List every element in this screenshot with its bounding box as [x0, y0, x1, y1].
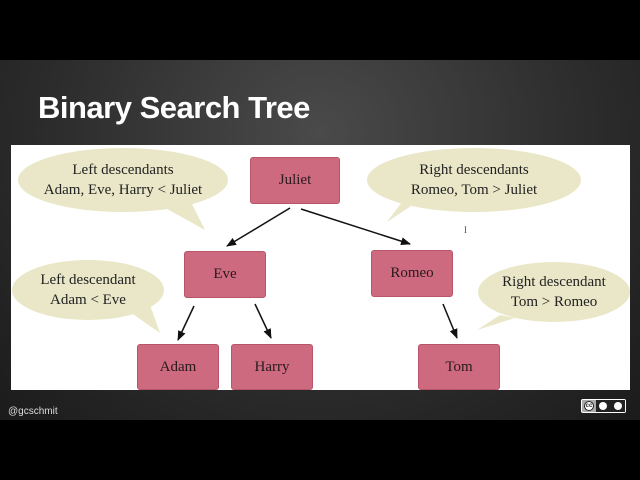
- callout-left-descendants: Left descendants Adam, Eve, Harry < Juli…: [18, 148, 228, 212]
- tree-node-eve: Eve: [184, 251, 266, 298]
- letterbox-top: [0, 0, 640, 60]
- slide-title: Binary Search Tree: [38, 90, 310, 125]
- callout-line: Left descendants: [72, 162, 174, 178]
- callout-line: Right descendant: [502, 274, 606, 290]
- callout-tail-right-descendant: [477, 315, 515, 330]
- noncommercial-icon: [613, 402, 622, 410]
- tree-node-juliet: Juliet: [250, 157, 340, 204]
- callout-line: Tom > Romeo: [510, 294, 598, 310]
- callout-line: Romeo, Tom > Juliet: [410, 182, 538, 198]
- callout-line: Right descendants: [419, 162, 529, 178]
- callout-right-descendant: Right descendant Tom > Romeo: [478, 262, 630, 322]
- callout-tail-left-descendant: [130, 305, 160, 333]
- cc-logo-icon: cc: [584, 401, 594, 411]
- callout-right-descendants: Right descendants Romeo, Tom > Juliet: [367, 148, 581, 212]
- tree-node-adam: Adam: [137, 344, 219, 390]
- edge-eve-harry: [254, 303, 272, 339]
- edge-juliet-romeo: [300, 208, 411, 246]
- edge-eve-adam: [177, 305, 195, 341]
- callout-tail-right-descendants: [387, 198, 420, 222]
- letterbox-bottom: [0, 420, 640, 480]
- tree-node-tom: Tom: [418, 344, 500, 390]
- tree-node-romeo: Romeo: [371, 250, 453, 297]
- author-handle: @gcschmit: [8, 406, 58, 417]
- edge-romeo-tom: [442, 303, 458, 339]
- edge-juliet-eve: [226, 207, 291, 247]
- creative-commons-by-nc-icon: cc: [581, 399, 626, 413]
- callout-line: Adam, Eve, Harry < Juliet: [43, 182, 203, 198]
- text-cursor-icon: I: [464, 225, 467, 235]
- callout-line: Left descendant: [40, 272, 136, 288]
- callout-line: Adam < Eve: [50, 292, 126, 308]
- attribution-icon: [599, 402, 608, 410]
- callout-tail-left-descendants: [160, 200, 205, 230]
- license-terms-icon: [596, 400, 625, 412]
- tree-node-harry: Harry: [231, 344, 313, 390]
